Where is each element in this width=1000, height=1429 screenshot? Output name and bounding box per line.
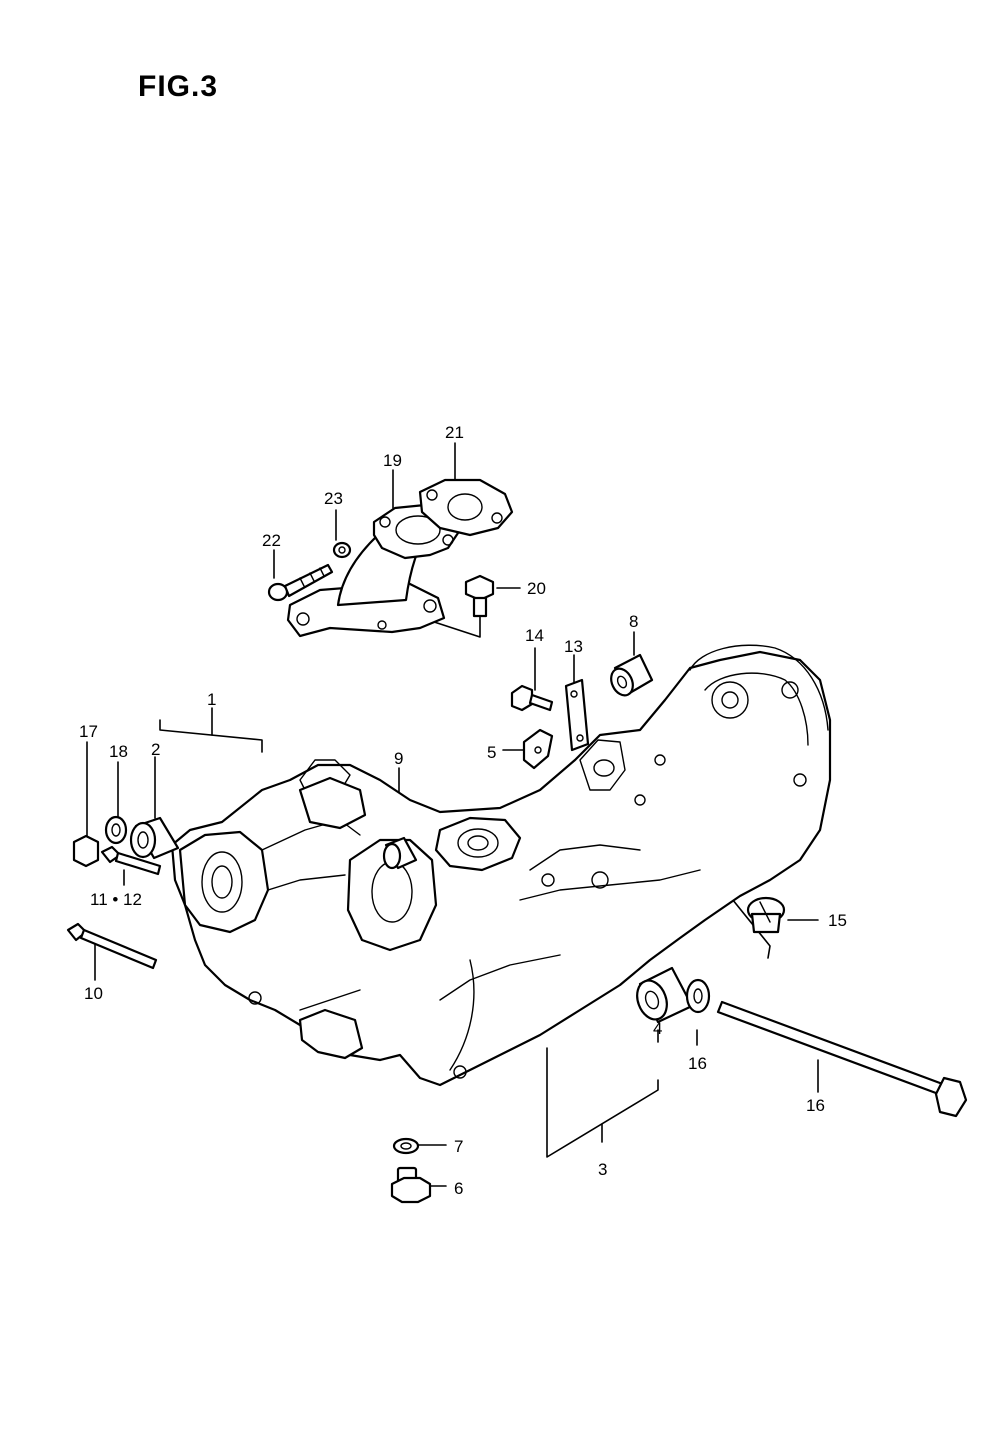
crankcase-body <box>170 644 832 1087</box>
callout-11-12: 11 • 12 <box>90 890 142 909</box>
drain-plug-6 <box>390 1166 432 1204</box>
callout-21: 21 <box>445 423 464 442</box>
callout-13: 13 <box>564 637 583 656</box>
bushing-9 <box>382 836 418 870</box>
callout-19: 19 <box>383 451 402 470</box>
callout-16-shaft: 16 <box>806 1096 825 1115</box>
bolt-11-12 <box>100 845 162 876</box>
callout-10: 10 <box>84 984 103 1003</box>
callout-16-washer: 16 <box>688 1054 707 1073</box>
callout-3: 3 <box>598 1160 608 1179</box>
callout-17: 17 <box>79 722 98 741</box>
callout-4: 4 <box>653 1019 663 1038</box>
callout-23: 23 <box>324 489 343 508</box>
bushing-8 <box>610 653 654 697</box>
callout-8: 8 <box>629 612 639 631</box>
screw-22 <box>267 563 334 602</box>
bushing-2 <box>129 816 180 860</box>
callout-7: 7 <box>454 1137 464 1156</box>
bolt-10 <box>66 922 158 970</box>
plate-13 <box>564 678 590 752</box>
intake-manifold <box>286 478 514 638</box>
leader-lines <box>86 442 819 1187</box>
washer-16 <box>685 978 711 1014</box>
callout-6: 6 <box>454 1179 464 1198</box>
clamp-5 <box>522 728 554 770</box>
figure-title: FIG.3 <box>138 70 219 103</box>
bolt-14 <box>510 684 554 712</box>
bushing-4 <box>636 966 694 1024</box>
callout-2: 2 <box>151 740 161 759</box>
callout-20: 20 <box>527 579 546 598</box>
washer-23 <box>332 541 352 559</box>
bolt-20 <box>464 574 495 618</box>
washer-7 <box>392 1137 420 1155</box>
callout-9: 9 <box>394 749 404 768</box>
callout-18: 18 <box>109 742 128 761</box>
callout-5: 5 <box>487 743 497 762</box>
washer-18 <box>104 815 128 845</box>
callout-22: 22 <box>262 531 281 550</box>
callout-14: 14 <box>525 626 544 645</box>
nut-17 <box>72 834 100 868</box>
callout-1: 1 <box>207 690 217 709</box>
callout-15: 15 <box>828 911 847 930</box>
shaft-16 <box>716 1000 968 1118</box>
cap-15 <box>746 896 786 934</box>
